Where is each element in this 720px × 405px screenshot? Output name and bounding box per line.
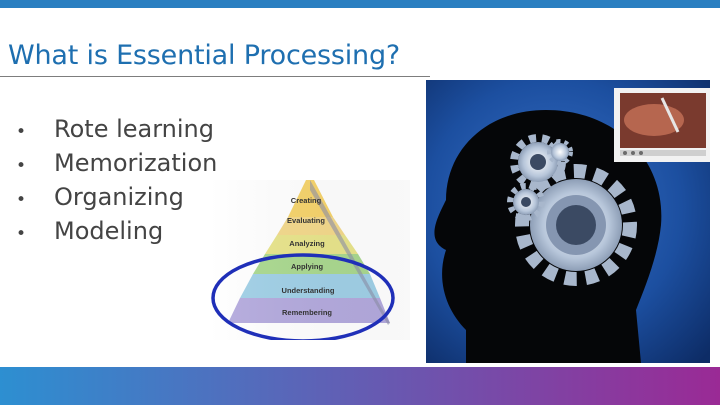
bullet-text: Modeling [54, 217, 164, 245]
title-underline [0, 76, 430, 77]
highlight-ellipse [211, 253, 395, 340]
head-gears-illustration [426, 80, 710, 363]
top-accent-bar [0, 0, 720, 8]
pyramid-label-understanding: Understanding [282, 286, 335, 295]
slide-title: What is Essential Processing? [8, 40, 401, 71]
blooms-pyramid: Creating Evaluating Analyzing Applying U… [210, 180, 410, 340]
bullet-text: Organizing [54, 183, 184, 211]
surgery-monitor-inset [614, 88, 710, 162]
bullet-item: • Modeling [16, 214, 217, 248]
bullet-item: • Organizing [16, 180, 217, 214]
bullet-list: • Rote learning • Memorization • Organizing… [16, 112, 217, 248]
pyramid-label-analyzing: Analyzing [289, 239, 325, 248]
gear-tiny-icon [547, 139, 573, 165]
pyramid-label-applying: Applying [291, 262, 323, 271]
bullet-item: • Rote learning [16, 112, 217, 146]
bullet-dot-icon: • [16, 190, 27, 210]
bullet-dot-icon: • [16, 156, 27, 176]
bullet-text: Rote learning [54, 115, 214, 143]
gear-large-icon [515, 164, 637, 286]
pyramid-label-creating: Creating [291, 196, 322, 205]
pyramid-sheen [210, 180, 410, 340]
bullet-item: • Memorization [16, 146, 217, 180]
bullet-text: Memorization [54, 149, 218, 177]
pyramid-label-remembering: Remembering [282, 308, 332, 317]
bottom-gradient-bar [0, 367, 720, 405]
gear-small-icon [507, 183, 545, 221]
bullet-dot-icon: • [16, 224, 27, 244]
pyramid-label-evaluating: Evaluating [287, 216, 325, 225]
bullet-dot-icon: • [16, 122, 27, 142]
